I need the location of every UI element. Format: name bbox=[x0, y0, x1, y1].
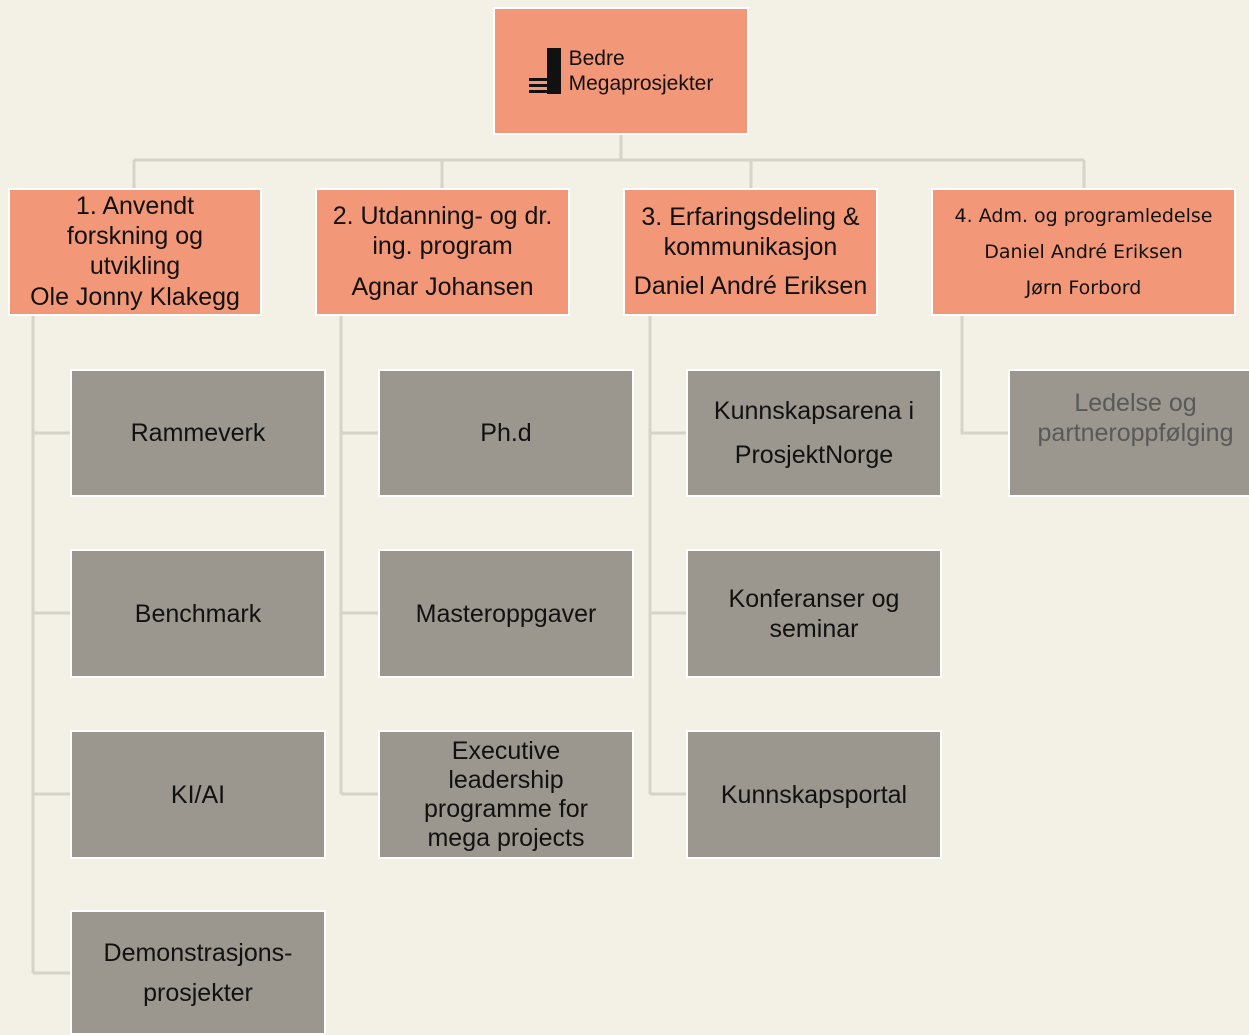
item-phd: Ph.d bbox=[378, 369, 634, 497]
branch-1-title-line: utvikling bbox=[89, 252, 181, 280]
branch-3-title-line: 3. Erfaringsdeling & bbox=[641, 203, 860, 231]
branch-3-title-line: kommunikasjon bbox=[663, 233, 838, 261]
branch-2-title-line: ing. program bbox=[372, 232, 513, 260]
item-label: Kunnskapsarena i ProsjektNorge bbox=[713, 397, 915, 469]
branch-1-title-line: forskning og bbox=[66, 222, 204, 250]
branch-3-node: 3. Erfaringsdeling & kommunikasjon Danie… bbox=[623, 188, 878, 316]
logo-mark-icon bbox=[528, 48, 561, 94]
item-konferanser: Konferanser og seminar bbox=[686, 549, 942, 678]
item-demonstrasjonsprosjekter: Demonstrasjons- prosjekter bbox=[70, 910, 326, 1035]
item-kunnskapsarena: Kunnskapsarena i ProsjektNorge bbox=[686, 369, 942, 497]
branch-2-node: 2. Utdanning- og dr. ing. program Agnar … bbox=[315, 188, 570, 316]
root-node: Bedre Megaprosjekter bbox=[493, 7, 749, 135]
branch-2-title-line: 2. Utdanning- og dr. bbox=[332, 202, 553, 230]
item-label: Kunnskapsportal bbox=[720, 780, 908, 809]
item-rammeverk: Rammeverk bbox=[70, 369, 326, 497]
branch-4-title-line: 4. Adm. og programledelse bbox=[954, 205, 1213, 227]
item-label: KI/AI bbox=[170, 780, 226, 809]
item-benchmark: Benchmark bbox=[70, 549, 326, 678]
branch-1-lead: Ole Jonny Klakegg bbox=[30, 283, 240, 311]
branch-4-lead: Daniel André Eriksen bbox=[984, 241, 1183, 263]
branch-3-lead: Daniel André Eriksen bbox=[633, 272, 868, 300]
item-label: Executive leadership programme for mega … bbox=[424, 736, 588, 852]
branch-1-node: 1. Anvendt forskning og utvikling Ole Jo… bbox=[8, 188, 262, 316]
branch-2-lead: Agnar Johansen bbox=[351, 273, 534, 301]
branch-1-title-line: 1. Anvendt bbox=[75, 192, 195, 220]
logo-line-2: Megaprosjekter bbox=[568, 72, 714, 95]
branch-4-node: 4. Adm. og programledelse Daniel André E… bbox=[931, 188, 1236, 316]
item-masteroppgaver: Masteroppgaver bbox=[378, 549, 634, 678]
item-label: Rammeverk bbox=[130, 419, 266, 447]
item-label: Ledelse og partneroppfølging bbox=[1037, 389, 1234, 447]
item-label: Benchmark bbox=[134, 599, 262, 628]
item-ki-ai: KI/AI bbox=[70, 730, 326, 859]
item-executive-leadership: Executive leadership programme for mega … bbox=[378, 730, 634, 859]
item-label: Konferanser og seminar bbox=[728, 584, 900, 643]
item-ledelse-partneroppfolging: Ledelse og partneroppfølging bbox=[1008, 369, 1249, 497]
item-kunnskapsportal: Kunnskapsportal bbox=[686, 730, 942, 859]
item-label: Demonstrasjons- prosjekter bbox=[103, 938, 293, 1007]
item-label: Ph.d bbox=[480, 419, 532, 447]
item-label: Masteroppgaver bbox=[415, 599, 597, 628]
logo-line-1: Bedre bbox=[568, 47, 625, 70]
bedre-megaprosjekter-logo: Bedre Megaprosjekter bbox=[528, 46, 714, 96]
branch-4-lead: Jørn Forbord bbox=[1025, 277, 1142, 299]
